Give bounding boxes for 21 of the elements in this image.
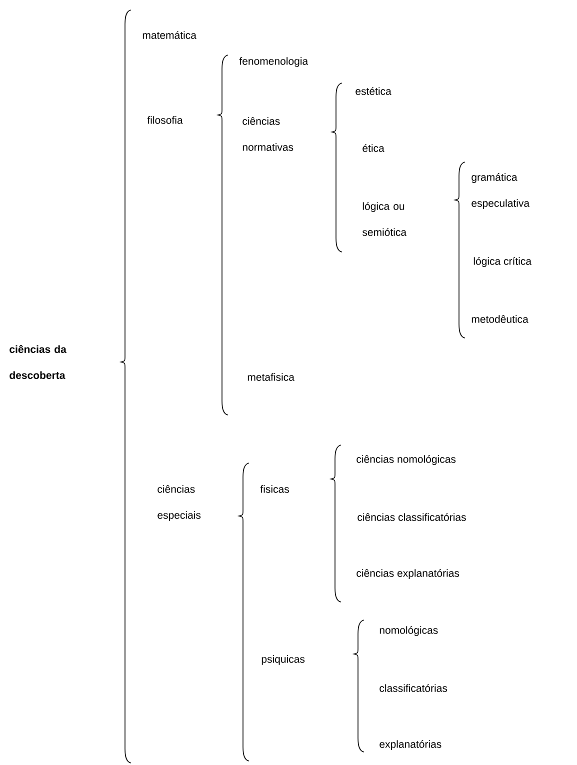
category-label: ciências da descoberta — [10, 345, 66, 379]
category-label: estética — [356, 87, 392, 95]
category-label: ciências normativas — [242, 117, 294, 151]
category-label: lógica crítica — [474, 257, 532, 267]
category-label: ética — [362, 144, 384, 152]
category-label: ciências classificatórias — [358, 513, 466, 521]
category-label: fisicas — [260, 485, 289, 493]
category-label: psiquicas — [262, 655, 305, 665]
category-label: matemática — [142, 31, 196, 39]
category-label: metafisica — [248, 373, 294, 381]
category-label: gramática especulativa — [472, 173, 530, 209]
category-label: ciências explanatórias — [356, 569, 460, 579]
category-label: ciências nomológicas — [356, 455, 456, 465]
category-label: classificatórias — [380, 684, 448, 692]
category-label: explanatórias — [380, 740, 442, 750]
category-label: lógica ou semiótica — [362, 202, 407, 236]
category-label: fenomenologia — [239, 57, 308, 67]
category-label: nomológicas — [380, 626, 438, 636]
category-label: metodêutica — [472, 315, 528, 323]
category-label: ciências especiais — [158, 485, 201, 521]
category-label: filosofia — [147, 116, 183, 124]
